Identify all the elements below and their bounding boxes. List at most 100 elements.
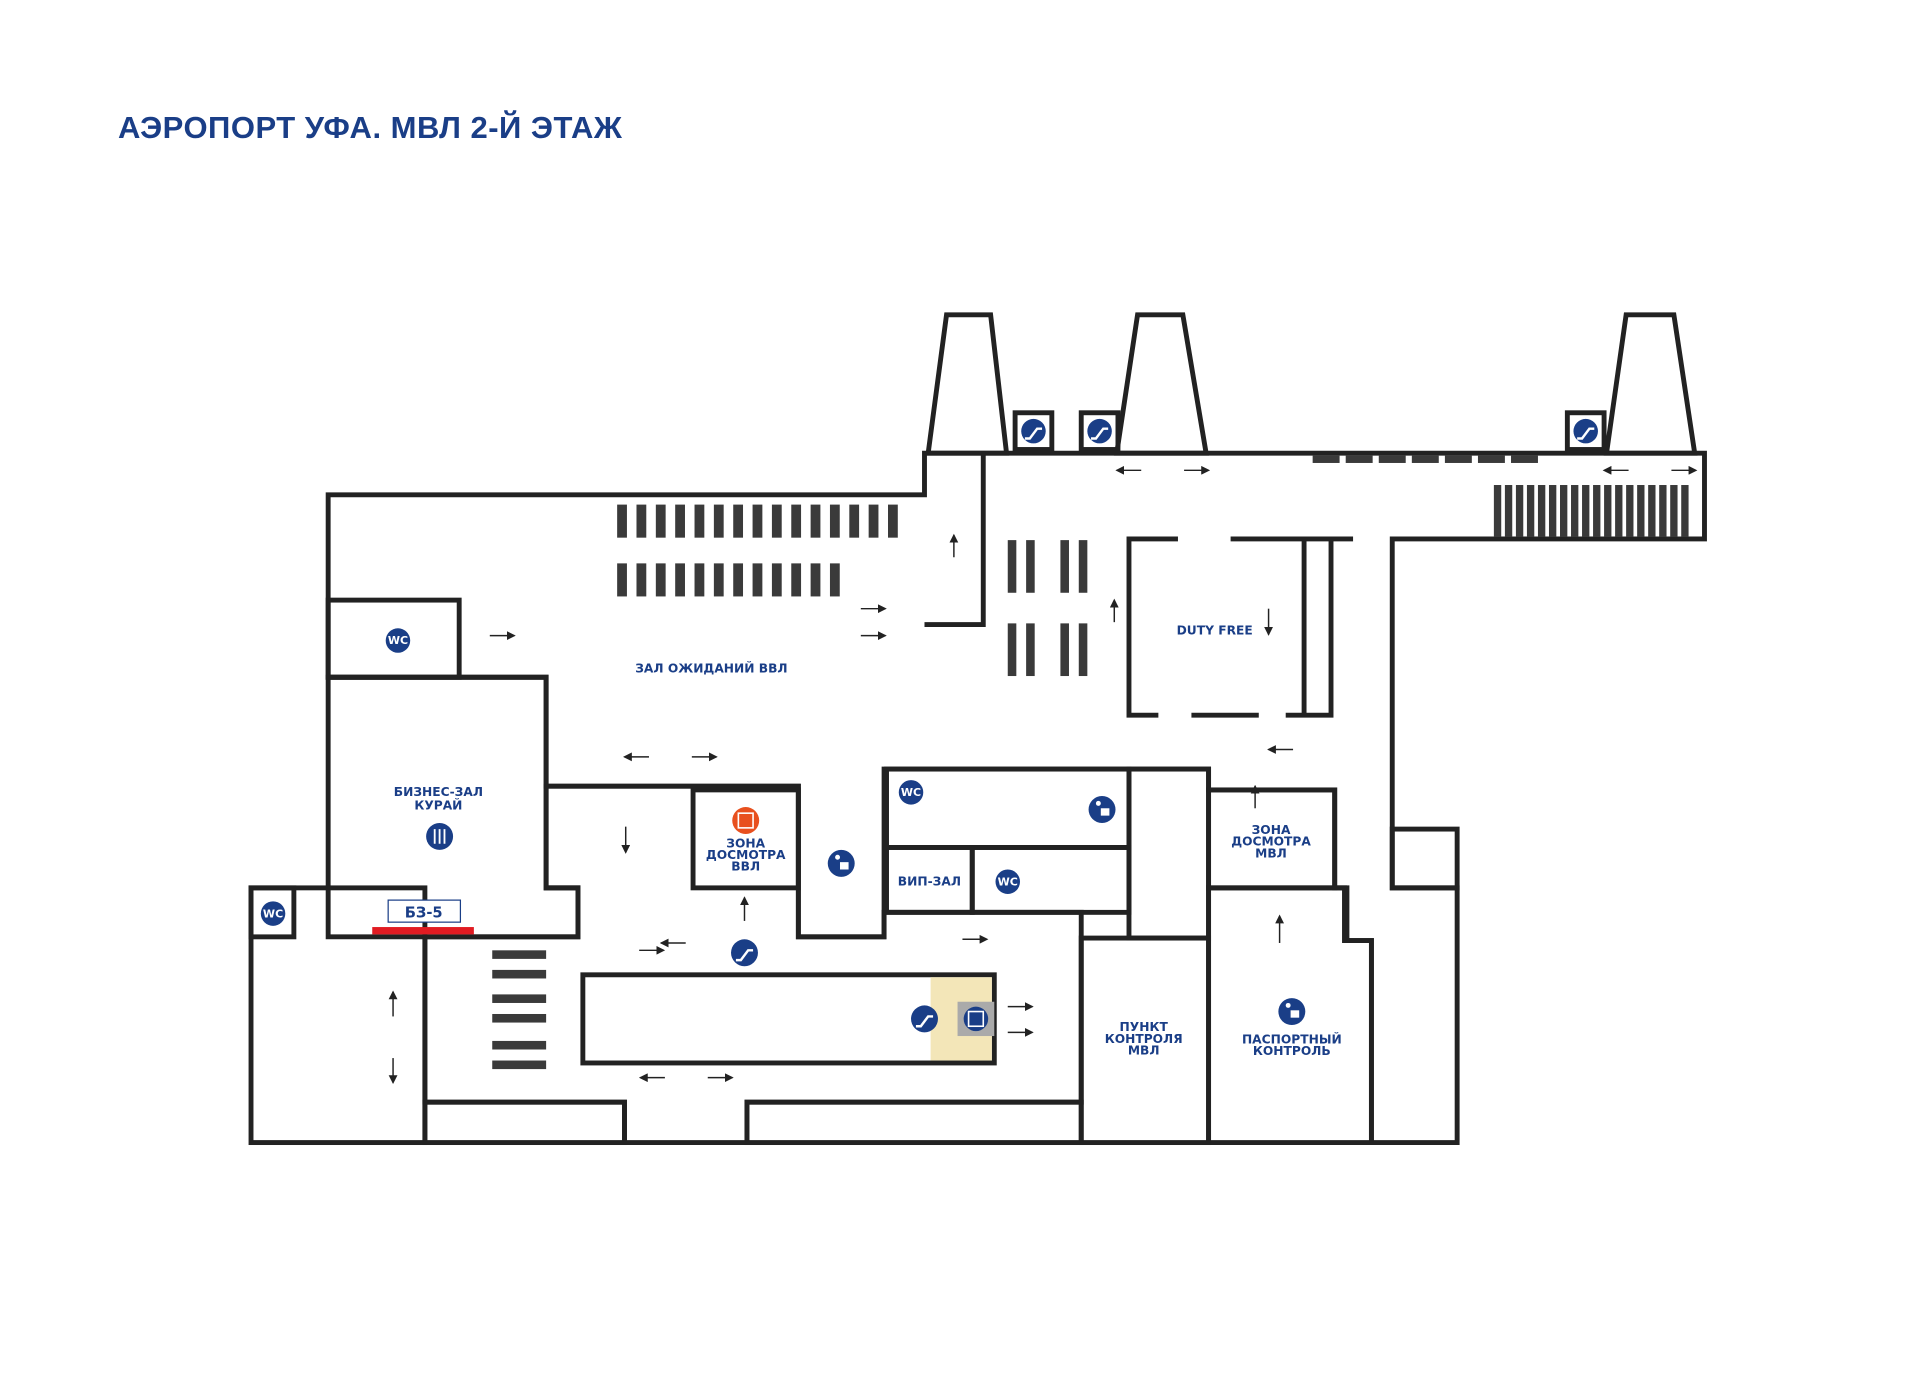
seat xyxy=(1511,455,1538,463)
seat xyxy=(868,504,879,538)
seat xyxy=(675,504,685,538)
seat xyxy=(492,950,547,959)
seat xyxy=(1560,485,1568,537)
green-corridor xyxy=(1126,766,1212,941)
seat xyxy=(810,563,821,597)
seat xyxy=(694,504,705,538)
escalator-icon xyxy=(1021,418,1046,444)
seat xyxy=(1593,485,1601,537)
seat xyxy=(1060,623,1069,677)
information-desk-icon xyxy=(827,849,855,877)
seat xyxy=(1637,485,1645,537)
seat xyxy=(675,563,685,597)
seat xyxy=(1312,455,1340,463)
elevator-icon xyxy=(963,1006,989,1032)
seat xyxy=(888,504,898,538)
escalator-icon xyxy=(911,1005,938,1033)
pier-1 xyxy=(925,312,1010,456)
gate-marker xyxy=(372,927,474,935)
seat xyxy=(492,1060,547,1070)
seat xyxy=(1078,623,1088,677)
seat xyxy=(1648,485,1656,537)
wc-icon: WC xyxy=(260,901,286,926)
seat xyxy=(1007,540,1017,593)
seat xyxy=(771,504,782,538)
security-check-icon xyxy=(732,807,760,834)
duty-free-area xyxy=(924,453,1354,718)
svg-text:WC: WC xyxy=(388,634,408,647)
svg-text:WC: WC xyxy=(998,875,1018,888)
seat xyxy=(492,1013,547,1023)
escalator-icon xyxy=(731,939,758,967)
seat xyxy=(1548,485,1557,537)
seat xyxy=(829,563,840,597)
seat xyxy=(1526,485,1535,537)
svg-text:WC: WC xyxy=(263,907,283,920)
seat xyxy=(655,563,666,597)
seat xyxy=(1060,540,1069,593)
gray-room-left xyxy=(248,885,428,1146)
seat xyxy=(636,563,647,597)
escalator-box-2 xyxy=(1078,410,1121,452)
seat xyxy=(1659,485,1667,537)
seating xyxy=(492,455,1689,1070)
svg-text:WC: WC xyxy=(901,786,921,799)
security-domestic-room xyxy=(690,787,801,891)
seat xyxy=(810,504,821,538)
escalator-icon xyxy=(1087,418,1112,444)
seat xyxy=(849,504,860,538)
duty-free-label: DUTY FREE xyxy=(1177,623,1253,637)
pier-3 xyxy=(1603,312,1698,456)
seat xyxy=(752,504,763,538)
seat xyxy=(1007,623,1017,677)
passport-control-room xyxy=(1206,885,1374,1146)
seat xyxy=(1670,485,1678,537)
seat xyxy=(713,563,724,597)
seat xyxy=(713,504,724,538)
seat xyxy=(1571,485,1579,537)
seat xyxy=(1681,485,1689,537)
seat xyxy=(655,504,666,538)
seat xyxy=(492,969,547,979)
seat xyxy=(617,504,627,538)
seat xyxy=(829,504,840,538)
information-desk-icon xyxy=(1088,796,1116,823)
seat xyxy=(733,504,744,538)
direction-arrows xyxy=(388,465,1698,1085)
restaurant-icon xyxy=(426,822,454,850)
page-title: АЭРОПОРТ УФА. МВЛ 2-Й ЭТАЖ xyxy=(118,110,623,145)
seat xyxy=(791,504,802,538)
waiting-hall-label: ЗАЛ ОЖИДАНИЙ ВВЛ xyxy=(635,660,787,675)
seat xyxy=(1026,540,1035,593)
seat xyxy=(636,504,647,538)
seat xyxy=(1345,455,1373,463)
seat xyxy=(752,563,763,597)
seat xyxy=(1626,485,1634,537)
seat xyxy=(1615,485,1623,537)
seat xyxy=(1504,485,1513,537)
gate-label: БЗ-5 xyxy=(405,904,443,921)
seat xyxy=(1582,485,1590,537)
seat xyxy=(791,563,802,597)
pier-2 xyxy=(1113,312,1210,456)
seat xyxy=(733,563,744,597)
seat xyxy=(1411,455,1439,463)
seat xyxy=(1378,455,1406,463)
wc-icon: WC xyxy=(385,628,411,653)
gate-sign xyxy=(387,899,462,923)
escalator-box-3 xyxy=(1564,410,1607,452)
wc-icon: WC xyxy=(995,869,1020,894)
seat xyxy=(617,563,627,597)
wc-room-left xyxy=(248,885,297,940)
seat xyxy=(1537,485,1546,537)
gray-room-right xyxy=(1389,826,1460,891)
seat xyxy=(1477,455,1505,463)
international-zone xyxy=(884,766,1374,1146)
wc-icon: WC xyxy=(898,780,924,805)
